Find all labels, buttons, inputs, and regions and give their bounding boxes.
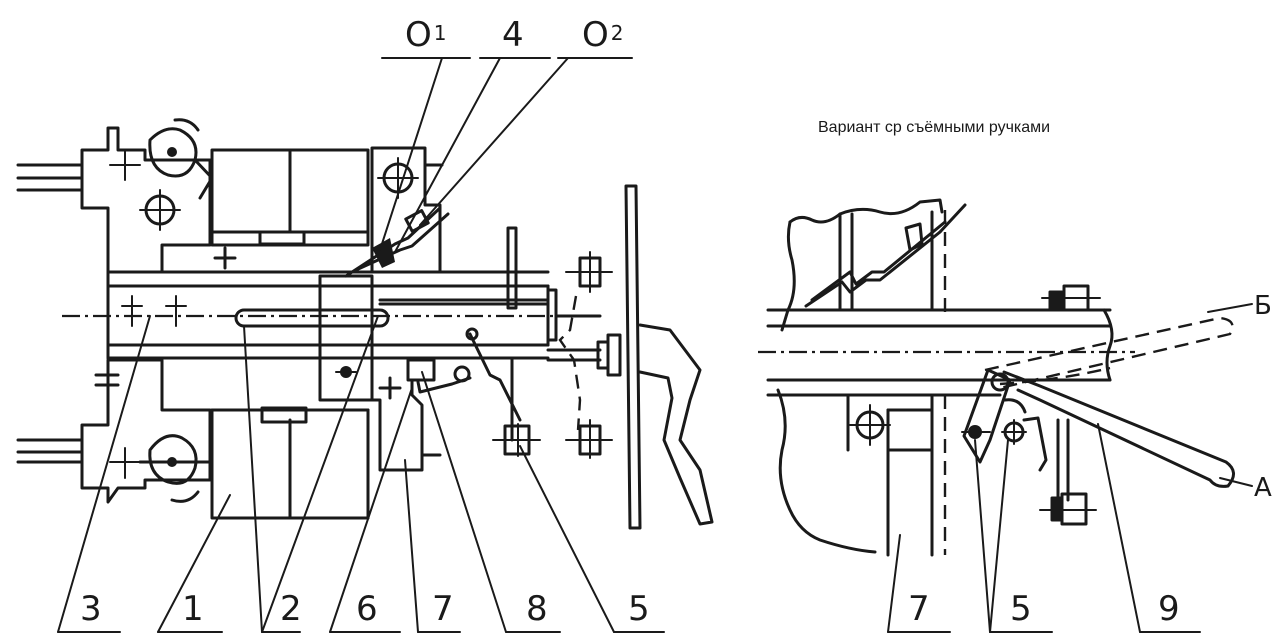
callout-right-7: 7 (908, 589, 930, 629)
sliding-block (318, 274, 374, 402)
wing-clamp-lower (138, 434, 212, 503)
pivot-lever (406, 327, 479, 394)
pivot-bracket (961, 368, 1097, 526)
right-top-nut (1041, 284, 1101, 312)
callout-6: 6 (356, 589, 378, 629)
center-mark-1 (139, 189, 181, 231)
break-outline (788, 198, 944, 224)
callout-3: 3 (80, 589, 102, 629)
right-callout-leaders (887, 303, 1253, 633)
end-flange (546, 314, 622, 377)
right-detail-view (758, 198, 1235, 557)
callout-right-9: 9 (1158, 589, 1180, 629)
center-mark-3 (109, 149, 141, 181)
center-mark-4 (109, 447, 141, 479)
handwheel-disc (624, 184, 642, 530)
callout-7: 7 (432, 589, 454, 629)
right-center-mark (849, 404, 891, 446)
callout-1: 1 (182, 589, 204, 629)
left-frame-lower (80, 358, 212, 504)
callout-5: 5 (628, 589, 650, 629)
left-frame-upper (80, 126, 212, 274)
variant-caption: Вариант ср съёмными ручками (818, 119, 1050, 136)
lever-upper (344, 206, 450, 278)
lower-right-frame (370, 378, 424, 472)
callout-8: 8 (526, 589, 548, 629)
upper-nut-assembly (558, 251, 613, 431)
position-label-b: Б (1254, 291, 1272, 321)
callout-right-5: 5 (1010, 589, 1032, 629)
right-bottom-callouts: 7 5 9 (908, 589, 1180, 629)
handle-position-b (984, 316, 1234, 390)
left-shaft-bottom (16, 438, 84, 464)
upper-housing (210, 148, 370, 247)
position-label-a: A (1254, 473, 1272, 503)
left-shaft-top (16, 163, 84, 192)
axis-marks (121, 295, 187, 327)
callout-2: 2 (280, 589, 302, 629)
left-assembly-view (16, 118, 714, 530)
handle-position-a (1002, 370, 1235, 488)
callout-4: 4 (502, 15, 524, 55)
left-bottom-callouts: 3 1 2 6 7 8 5 (80, 589, 650, 629)
left-callout-leaders (57, 57, 665, 633)
right-position-labels: Б A (1254, 291, 1272, 503)
tube-slot (234, 308, 390, 328)
lower-nut-assembly (565, 419, 613, 459)
rod-assembly (468, 226, 541, 457)
crank-handle (638, 323, 714, 526)
